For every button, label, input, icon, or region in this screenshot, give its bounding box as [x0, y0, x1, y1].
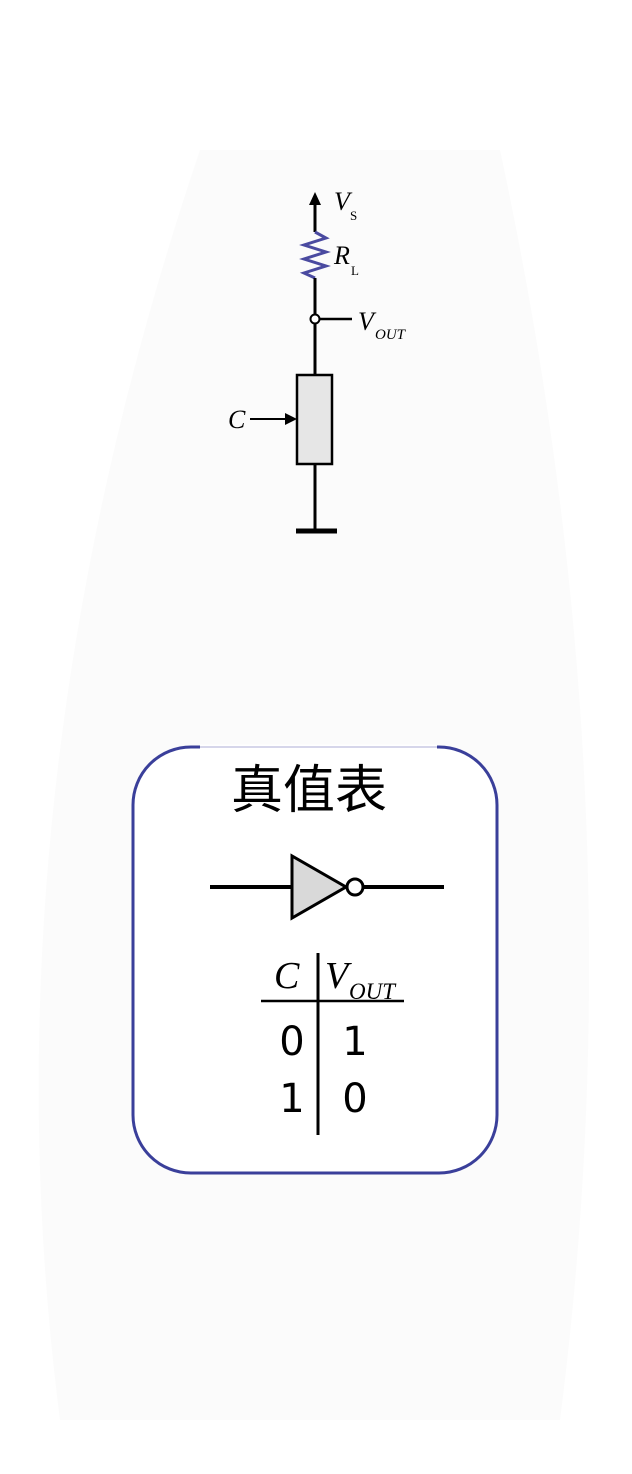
supply-arrow-icon [309, 192, 321, 205]
table-row-0-input: 0 [279, 1019, 304, 1065]
resistor-label: R [333, 241, 350, 270]
table-header-output: V [325, 955, 352, 997]
table-header-input: C [274, 955, 300, 997]
output-node-icon [309, 313, 321, 325]
inversion-bubble-icon [345, 877, 365, 897]
control-arrow-icon [285, 413, 297, 425]
truth-table-title: 真值表 [231, 761, 387, 821]
not-gate-icon [290, 853, 350, 921]
output-subscript: OUT [375, 327, 407, 343]
table-row-0-output: 1 [342, 1019, 367, 1065]
resistor-subscript: L [351, 263, 359, 278]
switch-element [295, 373, 334, 466]
table-row-1-input: 1 [279, 1076, 304, 1122]
load-resistor-icon [299, 230, 331, 280]
control-label: C [228, 405, 246, 434]
output-label: V [358, 307, 377, 336]
supply-label: V [334, 187, 353, 216]
table-row-1-output: 0 [342, 1076, 367, 1122]
supply-subscript: S [350, 208, 357, 223]
truth-table-panel: 真值表 C V OUT 0 1 1 0 [131, 744, 499, 1175]
circuit: V S R L V OUT C [228, 187, 407, 534]
